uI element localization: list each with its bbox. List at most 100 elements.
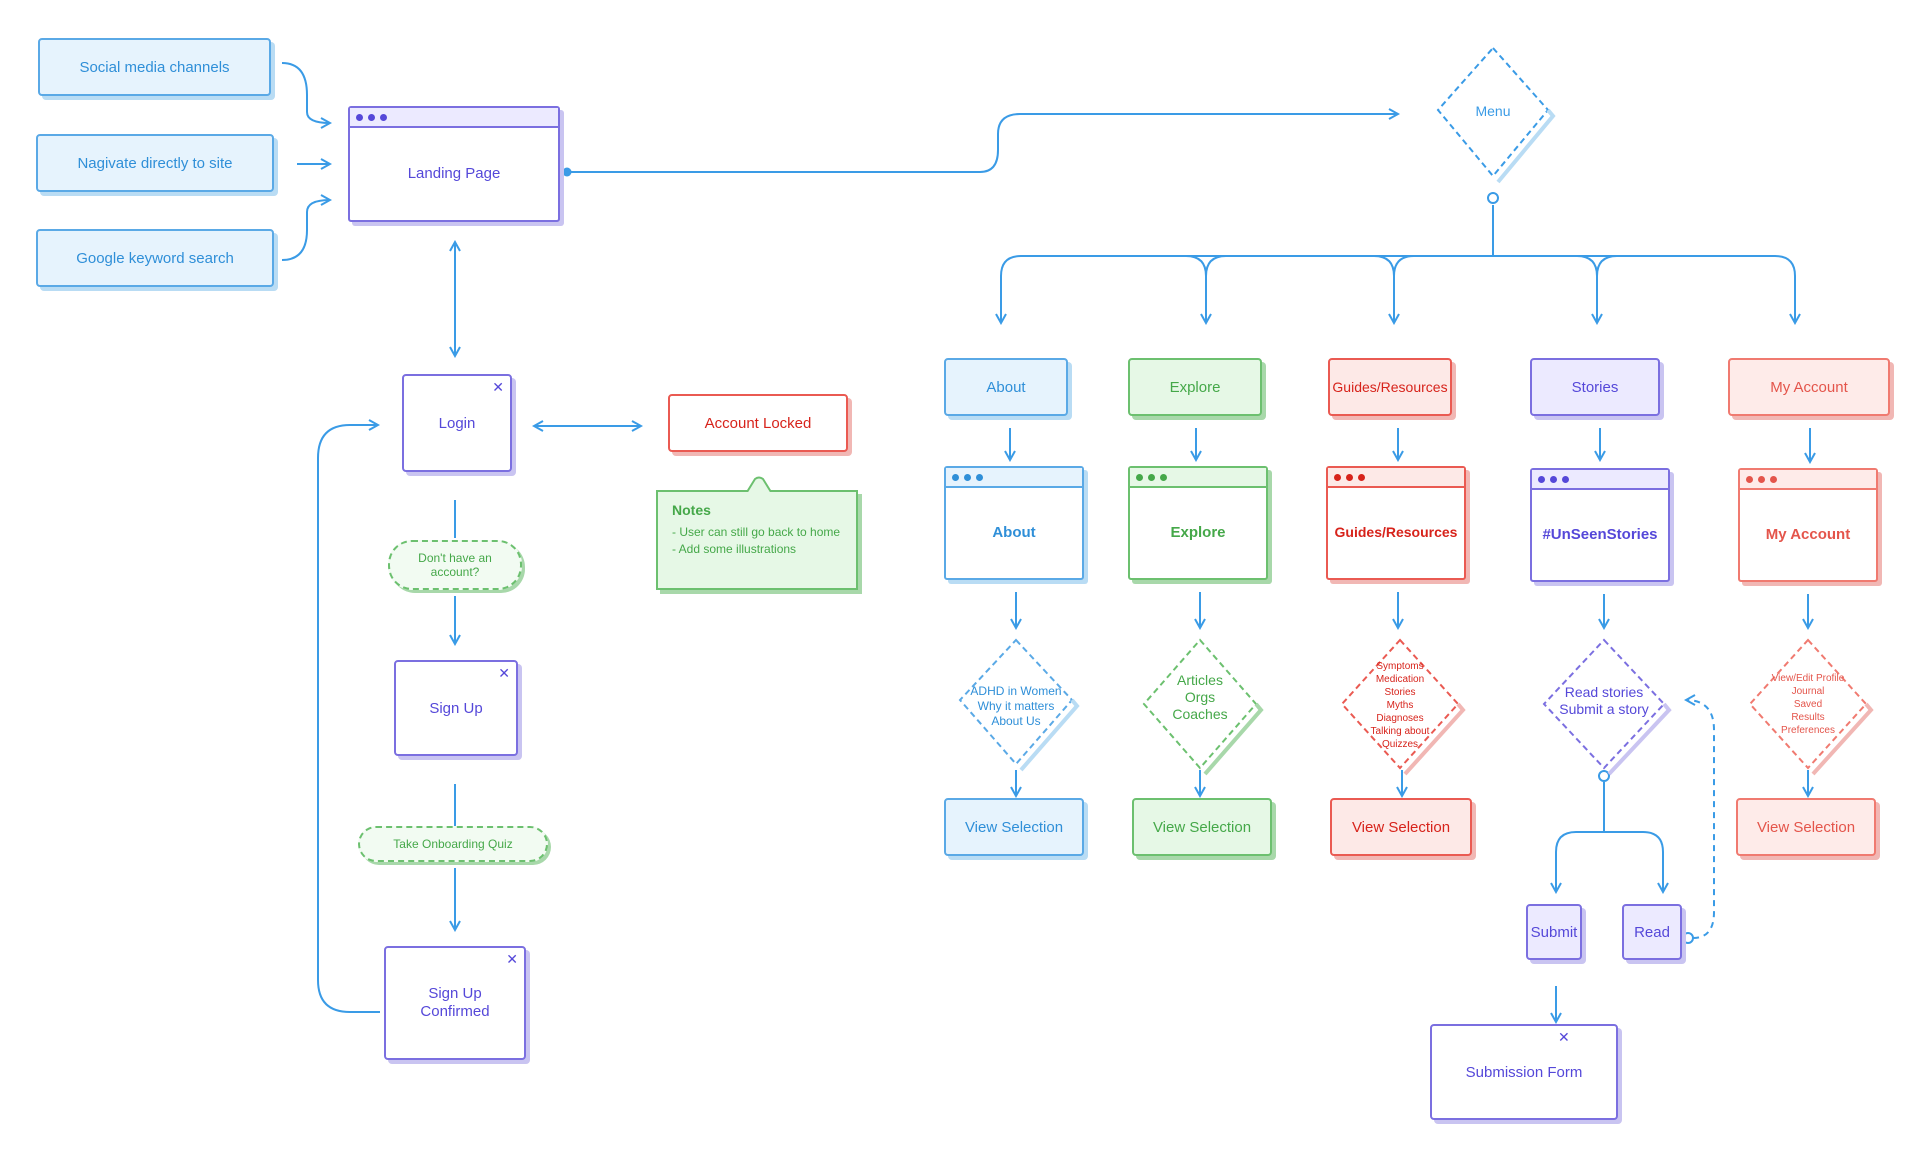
source-social-media[interactable]: Social media channels <box>38 38 271 96</box>
menu-label: Menu <box>1475 103 1511 119</box>
notes-pointer <box>746 476 772 492</box>
submission-form-label: Submission Form <box>1465 1063 1583 1081</box>
menu-diamond[interactable] <box>1436 46 1556 184</box>
my-account-window-label: My Account <box>1765 525 1851 543</box>
explore-window-label: Explore <box>1170 523 1226 541</box>
submit-button[interactable]: Submit <box>1526 904 1582 960</box>
explore-window[interactable]: Explore <box>1128 466 1268 580</box>
source-direct-navigation[interactable]: Nagivate directly to site <box>36 134 274 192</box>
explore-view-selection-button[interactable]: View Selection <box>1132 798 1272 856</box>
about-item: Why it matters <box>977 699 1055 713</box>
read-button[interactable]: Read <box>1622 904 1682 960</box>
guides-item: Quizzes <box>1381 739 1419 750</box>
submission-form-screen[interactable]: Submission Form ✕ <box>1430 1024 1618 1120</box>
tab-guides-resources[interactable]: Guides/Resources <box>1328 358 1452 416</box>
edge-menu-bus <box>1000 255 1795 323</box>
about-window-bar <box>946 468 1082 488</box>
stories-diamond[interactable] <box>1542 638 1672 776</box>
tab-my-account[interactable]: My Account <box>1728 358 1890 416</box>
window-dot-icon <box>356 113 363 121</box>
menu-port <box>1487 192 1499 204</box>
account-view-selection-button[interactable]: View Selection <box>1736 798 1876 856</box>
tab-stories[interactable]: Stories <box>1530 358 1660 416</box>
landing-window-bar <box>350 108 558 128</box>
close-icon[interactable]: ✕ <box>498 665 510 681</box>
my-account-window-bar <box>1740 470 1876 490</box>
read-port <box>1682 932 1694 944</box>
about-item: ADHD in Women <box>970 684 1062 698</box>
login-screen[interactable]: Login ✕ <box>402 374 512 472</box>
guides-window[interactable]: Guides/Resources <box>1326 466 1466 580</box>
explore-item: Orgs <box>1184 689 1216 705</box>
edge-confirmed-to-login <box>317 425 380 1013</box>
notes-line: - Add some illustrations <box>672 542 797 556</box>
account-diamond-items: View/Edit Profile Journal Saved Results … <box>1748 672 1868 737</box>
account-item: Preferences <box>1781 725 1835 736</box>
stories-item: Read stories <box>1564 684 1644 700</box>
tab-about[interactable]: About <box>944 358 1068 416</box>
account-diamond[interactable] <box>1748 638 1874 776</box>
window-dot-icon <box>1358 473 1365 481</box>
window-dot-icon <box>368 113 375 121</box>
landing-page-window[interactable]: Landing Page <box>348 106 560 222</box>
guides-window-bar <box>1328 468 1464 488</box>
about-view-selection-button[interactable]: View Selection <box>944 798 1084 856</box>
guides-item: Stories <box>1384 687 1416 698</box>
explore-window-bar <box>1130 468 1266 488</box>
guides-item: Diagnoses <box>1376 713 1424 724</box>
about-diamond[interactable] <box>958 638 1080 772</box>
window-dot-icon <box>1148 473 1155 481</box>
login-label: Login <box>438 414 476 432</box>
about-diamond-items: ADHD in Women Why it matters About Us <box>946 684 1086 729</box>
guides-diamond-items: Symptoms Medication Stories Myths Diagno… <box>1340 660 1460 751</box>
account-item: Journal <box>1791 686 1825 697</box>
sign-up-confirmed-label: Sign Up Confirmed <box>420 985 490 1020</box>
explore-diamond[interactable] <box>1142 638 1264 776</box>
guides-item: Medication <box>1375 674 1425 685</box>
sign-up-confirmed-screen[interactable]: Sign Up Confirmed ✕ <box>384 946 526 1060</box>
window-dot-icon <box>964 473 971 481</box>
edge-bus-explore <box>1185 255 1227 323</box>
about-window[interactable]: About <box>944 466 1084 580</box>
notes-line: - User can still go back to home <box>672 525 841 539</box>
about-window-label: About <box>992 523 1036 541</box>
window-dot-icon <box>1160 473 1167 481</box>
close-icon[interactable]: ✕ <box>1558 1029 1570 1045</box>
account-item: Results <box>1791 712 1825 723</box>
edge-bus-stories <box>1576 255 1618 323</box>
edge-google-to-landing <box>281 200 330 261</box>
source-google-search[interactable]: Google keyword search <box>36 229 274 287</box>
landing-port <box>562 167 572 177</box>
window-dot-icon <box>1746 475 1753 483</box>
window-dot-icon <box>1334 473 1341 481</box>
window-dot-icon <box>952 473 959 481</box>
explore-diamond-items: Articles Orgs Coaches <box>1140 672 1260 723</box>
guides-window-label: Guides/Resources <box>1334 524 1458 540</box>
guides-diamond[interactable] <box>1340 638 1466 776</box>
close-icon[interactable]: ✕ <box>492 379 504 395</box>
stories-window[interactable]: #UnSeenStories <box>1530 468 1670 582</box>
edge-stories-split <box>1555 782 1664 890</box>
onboarding-quiz-pill[interactable]: Take Onboarding Quiz <box>358 826 548 862</box>
guides-view-selection-button[interactable]: View Selection <box>1330 798 1472 856</box>
edge-read-loop <box>1686 700 1715 939</box>
window-dot-icon <box>1758 475 1765 483</box>
account-item: View/Edit Profile <box>1771 673 1845 684</box>
edge-bus-guides <box>1373 255 1415 323</box>
guides-item: Talking about <box>1370 726 1430 737</box>
stories-diamond-port <box>1598 770 1610 782</box>
window-dot-icon <box>1770 475 1777 483</box>
account-locked-screen[interactable]: Account Locked <box>668 394 848 452</box>
notes-card: Notes - User can still go back to home -… <box>656 490 858 590</box>
my-account-window[interactable]: My Account <box>1738 468 1878 582</box>
guides-item: Myths <box>1386 700 1414 711</box>
sign-up-screen[interactable]: Sign Up ✕ <box>394 660 518 756</box>
account-item: Saved <box>1793 699 1823 710</box>
window-dot-icon <box>976 473 983 481</box>
tab-explore[interactable]: Explore <box>1128 358 1262 416</box>
close-icon[interactable]: ✕ <box>506 951 518 967</box>
stories-window-label: #UnSeenStories <box>1542 525 1658 543</box>
dont-have-account-pill[interactable]: Don't have an account? <box>388 540 522 590</box>
stories-window-bar <box>1532 470 1668 490</box>
landing-page-label: Landing Page <box>407 164 501 182</box>
